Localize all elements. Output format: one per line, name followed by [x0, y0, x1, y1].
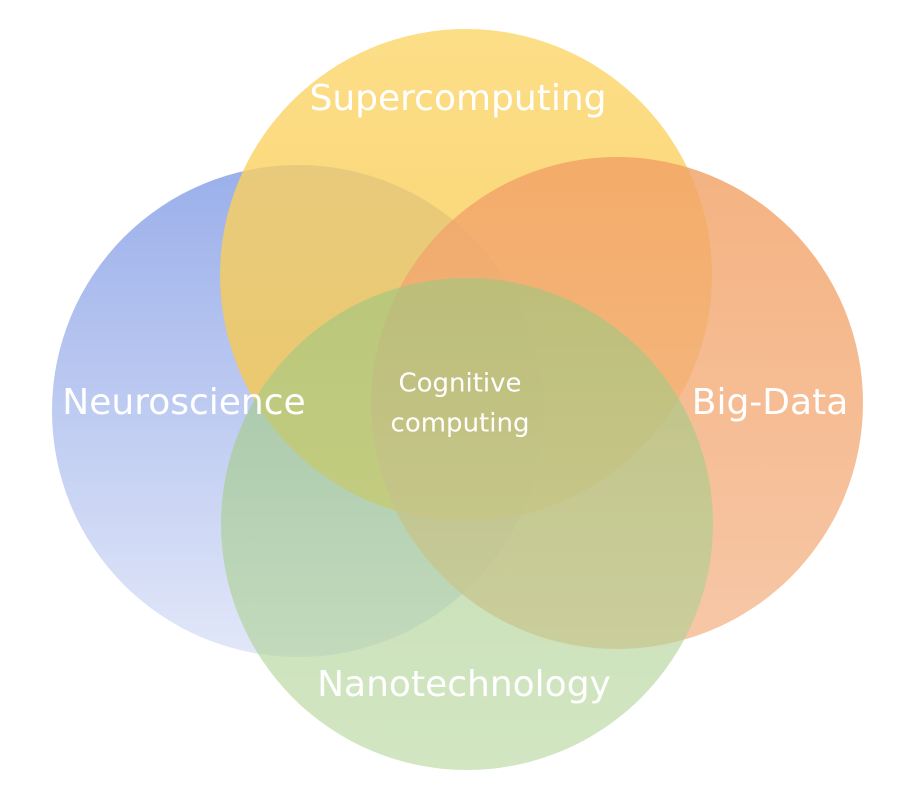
label-big-data: Big-Data	[692, 382, 849, 423]
circle-nanotechnology	[221, 278, 713, 770]
label-nanotechnology: Nanotechnology	[317, 664, 611, 705]
label-center-line1: Cognitive	[398, 369, 521, 399]
label-supercomputing: Supercomputing	[309, 78, 606, 119]
label-neuroscience: Neuroscience	[62, 382, 305, 423]
label-center-line2: computing	[391, 409, 530, 439]
